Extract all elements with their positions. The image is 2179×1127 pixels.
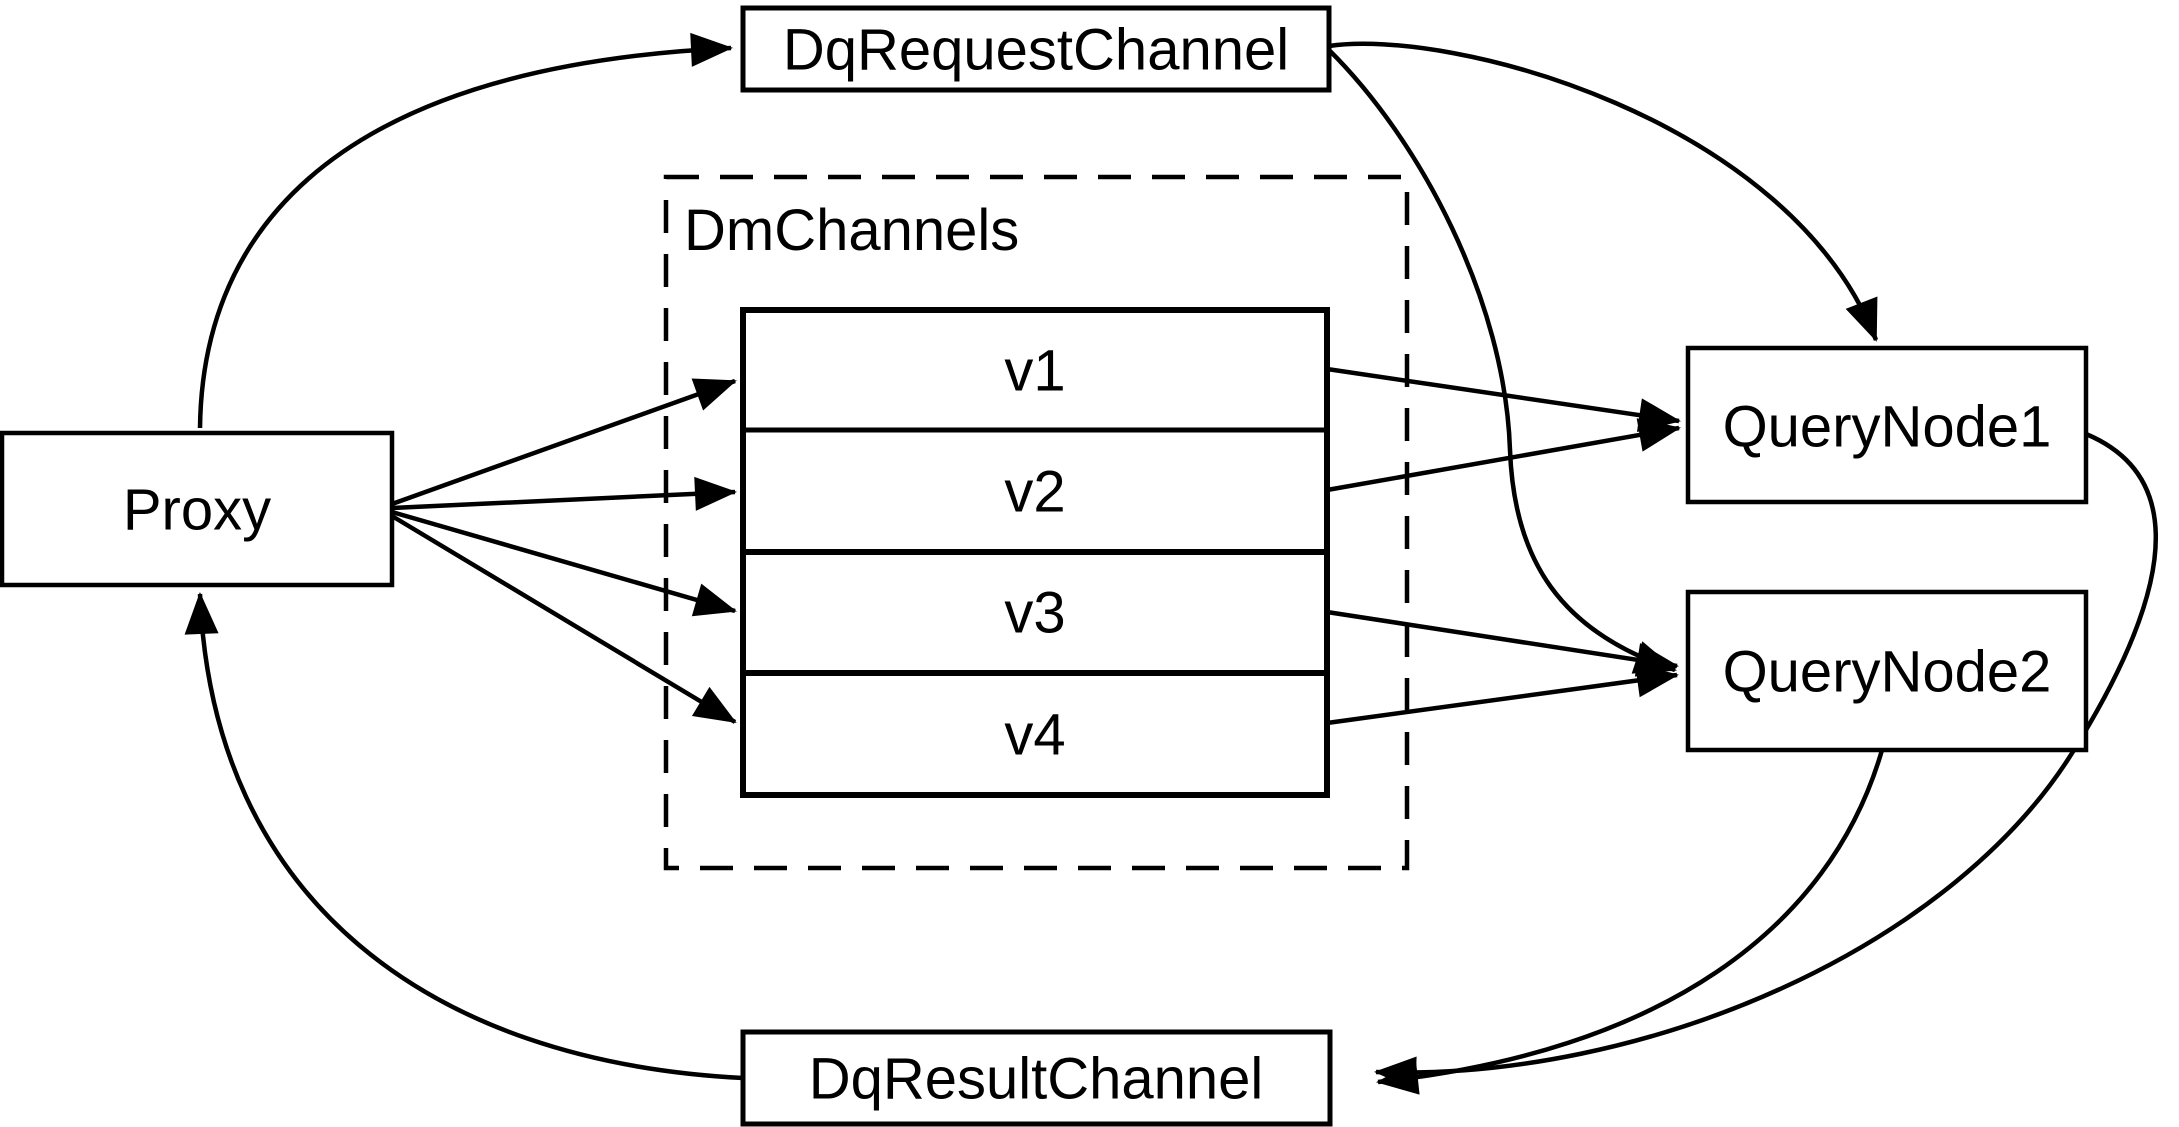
- edge-proxy-to-v3: [391, 509, 737, 617]
- query-node-2-label: QueryNode2: [1723, 639, 2052, 704]
- node-dq-result-channel: DqResultChannel: [740, 1029, 1333, 1127]
- edge-querynode1-to-dqresultchannel: [1374, 431, 2158, 1091]
- node-query-node-2: QueryNode2: [1685, 589, 2089, 753]
- node-proxy: Proxy: [0, 430, 395, 588]
- channel-v4-label: v4: [1004, 702, 1065, 767]
- dm-channel-stack: v1 v2 v3 v4: [740, 307, 1330, 798]
- proxy-label: Proxy: [123, 477, 271, 542]
- dm-channels-group-label: DmChannels: [684, 198, 1019, 263]
- dm-channels-group-border: [663, 174, 1410, 871]
- channel-v1-label: v1: [1004, 338, 1065, 403]
- edge-dqresultchannel-to-proxy: [184, 592, 744, 1081]
- node-dq-request-channel: DqRequestChannel: [740, 5, 1332, 93]
- proxy-box: [0, 430, 395, 588]
- edge-proxy-to-v1: [391, 378, 737, 507]
- edge-v4-to-querynode2: [1326, 663, 1679, 726]
- edge-proxy-to-dqrequestchannel: [197, 32, 733, 429]
- edge-dqrequestchannel-to-querynode1: [1328, 41, 1879, 342]
- edge-proxy-to-v2: [391, 476, 737, 511]
- channel-v2-label: v2: [1004, 459, 1065, 524]
- query-node-1-label: QueryNode1: [1723, 394, 2052, 459]
- dq-result-channel-box: [740, 1029, 1333, 1127]
- edge-v2-to-querynode1: [1326, 418, 1681, 493]
- node-query-node-1: QueryNode1: [1685, 345, 2089, 505]
- dq-result-channel-label: DqResultChannel: [809, 1046, 1264, 1111]
- edge-v3-to-querynode2: [1326, 609, 1679, 677]
- channel-v3-label: v3: [1004, 580, 1065, 645]
- query-node-1-box: [1685, 345, 2089, 505]
- edge-dqrequestchannel-to-querynode2: [1327, 48, 1677, 674]
- edge-proxy-to-v4: [390, 514, 737, 724]
- group-dm-channels: DmChannels v1 v2 v3 v4: [663, 174, 1410, 871]
- dq-request-channel-box: [740, 5, 1332, 93]
- query-node-2-box: [1685, 589, 2089, 753]
- edge-querynode2-to-dqresultchannel: [1376, 749, 1885, 1095]
- dq-request-channel-label: DqRequestChannel: [783, 17, 1289, 82]
